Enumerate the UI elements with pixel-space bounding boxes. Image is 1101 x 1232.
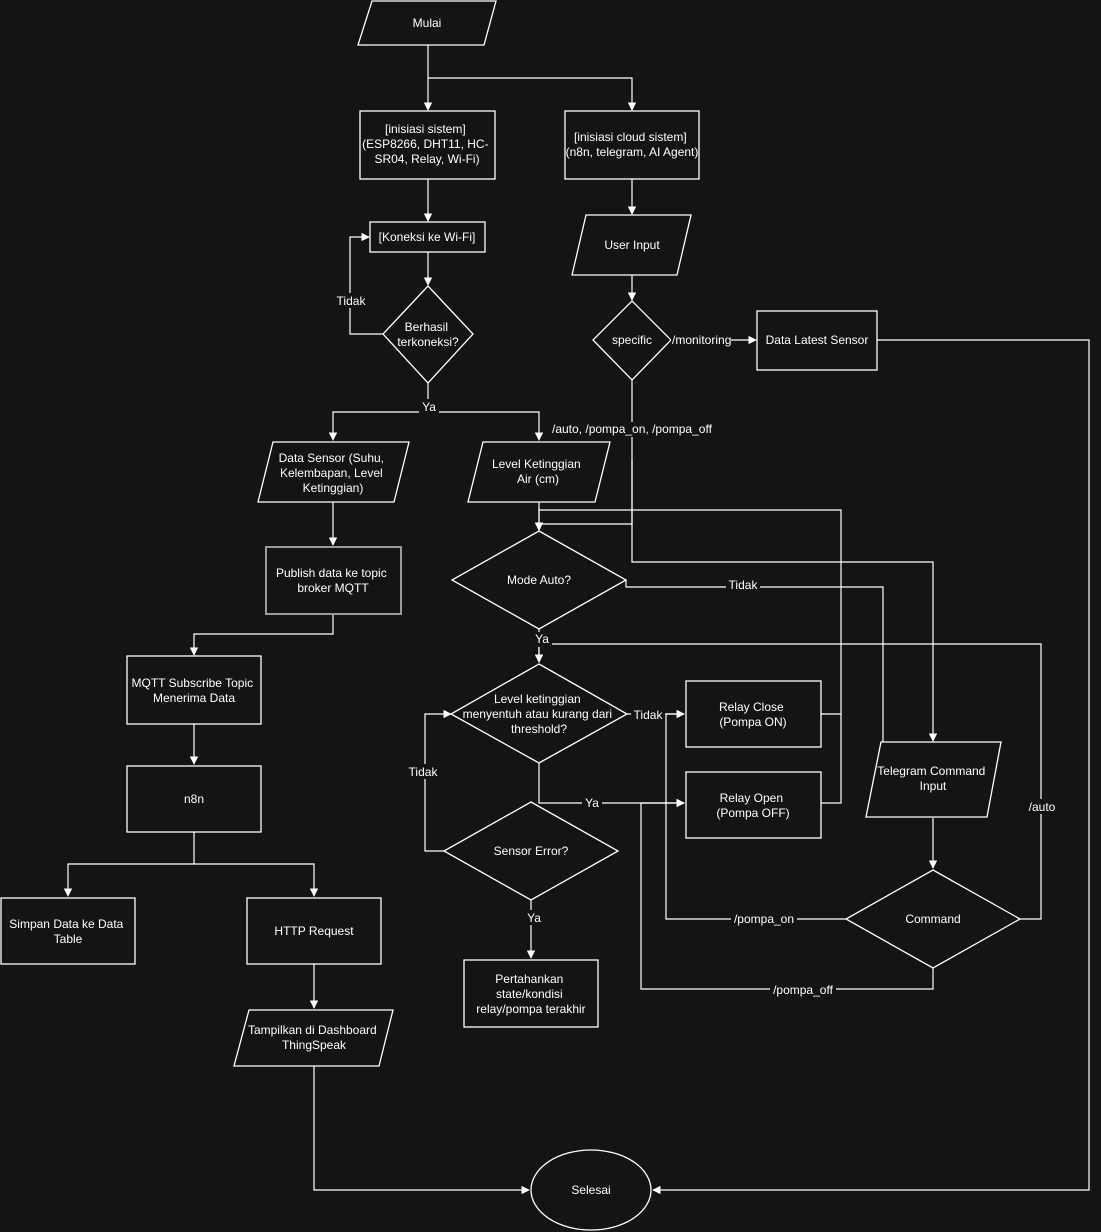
node-telegram-command: Telegram Command Input <box>865 741 1002 818</box>
node-tampilkan-dashboard-label: Tampilkan di Dashboard ThingSpeak <box>248 1023 380 1052</box>
node-n8n: n8n <box>126 765 262 833</box>
edge-relayclose-loop <box>534 509 842 715</box>
node-level-ketinggian: Level Ketinggian Air (cm) <box>467 441 611 503</box>
node-n8n-label: n8n <box>184 792 204 806</box>
edge-relayopen-loop <box>821 714 842 804</box>
node-simpan-data: Simpan Data ke Data Table <box>0 897 136 965</box>
node-threshold-label: Level ketinggian menyentuh atau kurang d… <box>463 692 616 736</box>
node-mulai-label: Mulai <box>413 16 442 30</box>
node-sensor-error: Sensor Error? <box>442 801 620 901</box>
node-data-latest-sensor-label: Data Latest Sensor <box>766 333 869 347</box>
edge-labels: Tidak Ya /monitoring /auto, /pompa_on, /… <box>334 293 1058 997</box>
node-koneksi-wifi: [Koneksi ke Wi-Fi] <box>369 221 486 253</box>
node-relay-open: Relay Open (Pompa OFF) <box>685 771 822 839</box>
node-init-cloud: [inisiasi cloud sistem] (n8n, telegram, … <box>564 110 700 180</box>
label-pompa-on: /pompa_on <box>734 912 794 926</box>
node-pertahankan: Pertahankan state/kondisi relay/pompa te… <box>463 959 599 1028</box>
node-level-ketinggian-label: Level Ketinggian Air (cm) <box>492 457 584 486</box>
node-koneksi-wifi-label: [Koneksi ke Wi-Fi] <box>379 230 476 244</box>
node-mqtt-subscribe: MQTT Subscribe Topic Menerima Data <box>126 655 262 725</box>
edge-sensorerror-tidak <box>424 709 452 852</box>
node-pertahankan-label: Pertahankan state/kondisi relay/pompa te… <box>476 972 585 1016</box>
edge-mulai-initcloud <box>428 77 637 111</box>
node-selesai: Selesai <box>530 1149 652 1231</box>
node-user-input: User Input <box>571 214 692 276</box>
node-relay-open-label: Relay Open (Pompa OFF) <box>716 791 789 820</box>
node-data-sensor: Data Sensor (Suhu, Kelembapan, Level Ket… <box>257 441 410 503</box>
node-command-label: Command <box>905 912 960 926</box>
label-tidak-threshold: Tidak <box>634 708 664 722</box>
label-ya-mode: Ya <box>535 632 549 646</box>
node-simpan-data-label: Simpan Data ke Data Table <box>9 917 126 946</box>
node-data-latest-sensor: Data Latest Sensor <box>756 310 878 371</box>
edge-publish-mqtt <box>189 614 334 656</box>
node-relay-close-label: Relay Close (Pompa ON) <box>719 700 787 729</box>
edge-n8n-split <box>63 832 195 897</box>
edge-ya-datasensor <box>328 411 428 441</box>
node-berhasil: Berhasil terkoneksi? <box>382 285 474 384</box>
node-mode-auto-label: Mode Auto? <box>507 573 571 587</box>
label-tidak-mode: Tidak <box>729 578 759 592</box>
node-mode-auto: Mode Auto? <box>450 530 628 630</box>
label-tidak-wifi: Tidak <box>337 294 367 308</box>
node-threshold: Level ketinggian menyentuh atau kurang d… <box>449 663 629 764</box>
edges <box>63 45 1090 1195</box>
node-telegram-command-label: Telegram Command Input <box>877 764 988 793</box>
edge-ya-level <box>428 411 544 441</box>
node-command: Command <box>844 869 1022 969</box>
label-auto-commands: /auto, /pompa_on, /pompa_off <box>552 422 713 436</box>
label-tidak-error: Tidak <box>409 765 439 779</box>
node-tampilkan-dashboard: Tampilkan di Dashboard ThingSpeak <box>233 1009 394 1067</box>
edge-specific-telegram <box>631 460 938 742</box>
node-init-sistem-label: [inisiasi sistem] (ESP8266, DHT11, HC- S… <box>362 122 492 166</box>
label-ya-error: Ya <box>527 911 541 925</box>
node-berhasil-label: Berhasil terkoneksi? <box>397 320 459 349</box>
label-ya-wifi: Ya <box>422 400 436 414</box>
node-init-sistem: [inisiasi sistem] (ESP8266, DHT11, HC- S… <box>359 110 496 180</box>
edge-command-pompaoff <box>640 798 934 990</box>
node-mulai: Mulai <box>357 0 497 46</box>
node-publish-mqtt: Publish data ke topic broker MQTT <box>265 546 402 615</box>
node-http-request-label: HTTP Request <box>274 924 354 938</box>
node-user-input-label: User Input <box>604 238 660 252</box>
label-pompa-off: /pompa_off <box>773 983 833 997</box>
node-specific: specific <box>592 300 672 381</box>
edge-command-auto <box>534 643 1042 920</box>
node-mqtt-subscribe-label: MQTT Subscribe Topic Menerima Data <box>132 676 257 705</box>
node-publish-mqtt-label: Publish data ke topic broker MQTT <box>276 566 390 595</box>
node-sensor-error-label: Sensor Error? <box>494 844 569 858</box>
node-specific-label: specific <box>612 333 652 347</box>
edge-threshold-ya <box>538 763 685 808</box>
edge-n8n-http <box>194 863 319 897</box>
label-ya-threshold: Ya <box>585 796 599 810</box>
edge-latest-selesai <box>652 339 1090 1195</box>
edge-tampilkan-selesai <box>313 1066 530 1195</box>
node-relay-close: Relay Close (Pompa ON) <box>685 680 822 748</box>
node-selesai-label: Selesai <box>571 1183 610 1197</box>
node-http-request: HTTP Request <box>246 897 382 965</box>
node-init-cloud-label: [inisiasi cloud sistem] (n8n, telegram, … <box>566 130 699 159</box>
node-data-sensor-label: Data Sensor (Suhu, Kelembapan, Level Ket… <box>279 451 388 495</box>
edge-berhasil-tidak-loop <box>349 232 383 335</box>
label-auto: /auto <box>1029 800 1056 814</box>
label-monitoring: /monitoring <box>672 333 731 347</box>
